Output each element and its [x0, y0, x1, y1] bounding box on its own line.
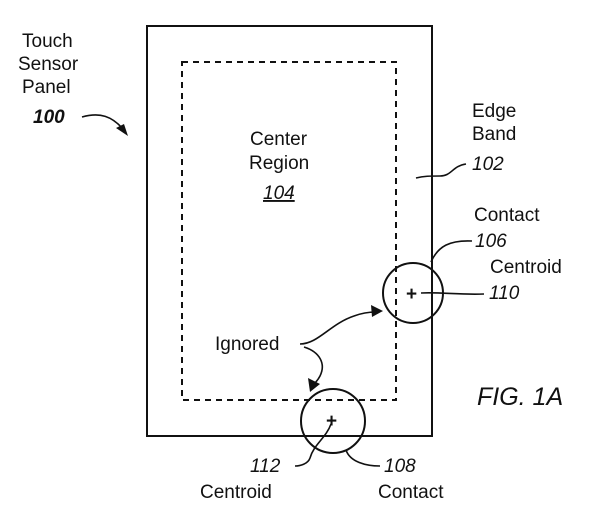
- edge-band-ref: 102: [472, 154, 504, 175]
- panel-label-line3: Panel: [22, 77, 71, 98]
- ignored-arrowhead-106: [371, 305, 383, 317]
- center-region-label-line2: Region: [249, 153, 309, 174]
- ignored-arrow-to-contact-108: [303, 346, 324, 385]
- ignored-label: Ignored: [215, 334, 279, 355]
- contact-106-label: Contact: [474, 205, 540, 226]
- ignored-arrowhead-108: [308, 378, 320, 392]
- center-region-label-line1: Center: [250, 129, 308, 150]
- centroid-110-label: Centroid: [490, 257, 562, 278]
- centroid-112-leader: [294, 423, 332, 467]
- panel-ref-arrowhead: [116, 124, 128, 136]
- centroid-110-marker: +: [406, 284, 417, 305]
- center-region-boundary: [181, 61, 397, 401]
- contact-108-leader: [345, 449, 381, 467]
- edge-band-label-line2: Band: [472, 124, 516, 145]
- touch-sensor-panel: [146, 25, 433, 437]
- centroid-112-label: Centroid: [200, 482, 272, 503]
- centroid-110-ref: 110: [489, 283, 520, 304]
- centroid-112-marker: +: [326, 411, 337, 432]
- edge-band-leader: [415, 163, 467, 179]
- contact-106-leader: [430, 240, 473, 263]
- figure-label: FIG. 1A: [477, 383, 563, 411]
- contact-108-circle: [300, 388, 366, 454]
- centroid-110-leader: [420, 291, 485, 296]
- contact-106-ref: 106: [475, 231, 507, 252]
- contact-108-label: Contact: [378, 482, 444, 503]
- panel-label-line1: Touch: [22, 31, 73, 52]
- centroid-112-ref: 112: [250, 456, 281, 477]
- edge-band-label-line1: Edge: [472, 101, 516, 122]
- center-region-ref: 104: [263, 183, 295, 204]
- panel-ref: 100: [33, 107, 65, 128]
- contact-108-ref: 108: [384, 456, 416, 477]
- ignored-arrow-to-contact-106: [299, 311, 377, 345]
- panel-label-line2: Sensor: [18, 54, 79, 75]
